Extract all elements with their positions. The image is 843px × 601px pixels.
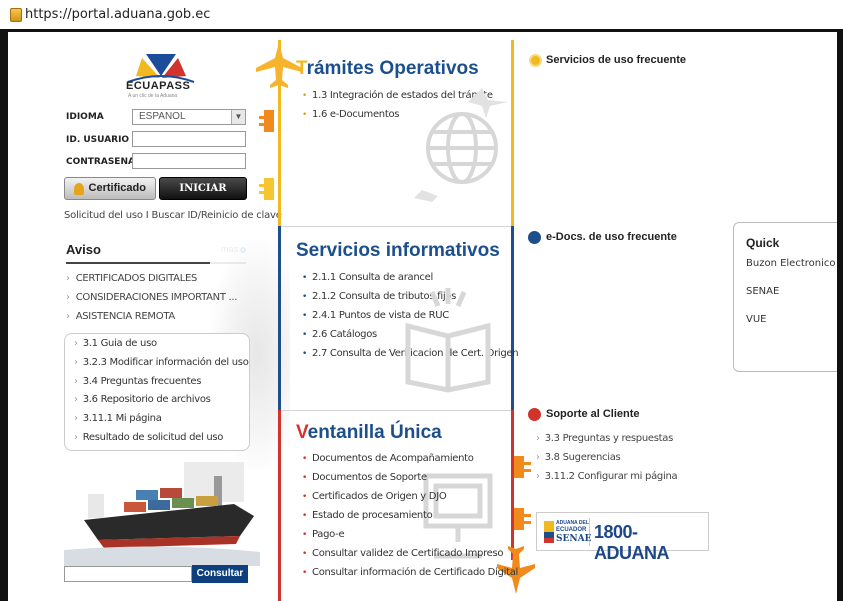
edocs-frecuentes-title: e-Docs. de uso frecuente	[546, 231, 677, 243]
tramites-title-text: rámites Operativos	[306, 58, 479, 79]
usuario-input[interactable]	[132, 131, 246, 147]
logo-subtitle: A un clic de la Aduana	[128, 93, 178, 99]
ventanilla-item[interactable]: Documentos de Soporte	[302, 472, 518, 491]
servicios-accent-line	[278, 226, 281, 410]
menu-item[interactable]: 3.4 Preguntas frecuentes	[74, 376, 249, 395]
logo-text: ECUAPASS	[126, 80, 191, 92]
plug-icon	[259, 178, 274, 200]
hotline-number: 1800-ADUANA	[594, 522, 670, 563]
soporte-title: Soporte al Cliente	[546, 408, 640, 420]
cargo-ship-icon	[64, 462, 260, 566]
quick-item-buzon[interactable]: Buzon Electronico	[746, 258, 836, 269]
ventanilla-accent-line	[278, 410, 281, 601]
ventanilla-item[interactable]: Consultar información de Certificado Dig…	[302, 567, 518, 586]
senae-logo-line1: ADUANA DEL	[556, 520, 589, 526]
usuario-label: ID. USUARIO	[66, 135, 130, 145]
servicios-list: 2.1.1 Consulta de arancel 2.1.2 Consulta…	[302, 272, 519, 367]
ventanilla-list: Documentos de Acompañamiento Documentos …	[302, 453, 518, 586]
senae-logo-line2: ECUADOR	[556, 527, 587, 533]
aviso-item[interactable]: CONSIDERACIONES IMPORTANT ...	[66, 292, 238, 311]
tramites-item[interactable]: 1.6 e-Documentos	[302, 109, 493, 128]
hotline-banner[interactable]: ADUANA DEL ECUADOR SENAE 1800-ADUANA	[536, 512, 709, 563]
support-icon	[528, 408, 541, 421]
menu-item[interactable]: 3.2.3 Modificar información del uso	[74, 357, 249, 376]
tramites-accent-line-right	[511, 40, 514, 226]
window-border-right	[837, 32, 843, 601]
quick-item-vue[interactable]: VUE	[746, 314, 767, 325]
quick-title: Quick	[746, 236, 780, 250]
menu-item[interactable]: 3.11.1 Mi página	[74, 413, 249, 432]
idioma-label: IDIOMA	[66, 112, 104, 122]
url-text[interactable]: https://portal.aduana.gob.ec	[25, 7, 211, 22]
quick-panel: Quick Buzon Electronico SENAE VUE	[733, 222, 837, 372]
ventanilla-item[interactable]: Estado de procesamiento	[302, 510, 518, 529]
servicios-frecuentes-title: Servicios de uso frecuente	[546, 54, 686, 66]
plug-icon	[514, 508, 531, 530]
section-divider	[281, 410, 511, 411]
senae-logo-line3: SENAE	[556, 534, 592, 544]
tramites-accent-line	[278, 40, 281, 226]
clock-icon	[529, 54, 542, 67]
section-divider	[281, 226, 511, 227]
tramites-list: 1.3 Integración de estados del trámite 1…	[302, 90, 493, 128]
quick-item-senae[interactable]: SENAE	[746, 286, 780, 297]
ventanilla-item[interactable]: Pago-e	[302, 529, 518, 548]
browser-url-bar[interactable]: https://portal.aduana.gob.ec	[0, 0, 843, 32]
soporte-list: 3.3 Preguntas y respuestas 3.8 Sugerenci…	[536, 433, 678, 490]
contrasena-input[interactable]	[132, 153, 246, 169]
plug-icon	[259, 110, 274, 132]
servicios-item[interactable]: 2.7 Consulta de Verificacion de Cert. Or…	[302, 348, 519, 367]
help-links[interactable]: Solicitud del uso I Buscar ID/Reinicio d…	[64, 210, 282, 221]
plug-icon	[514, 456, 531, 478]
menu-item[interactable]: Resultado de solicitud del uso	[74, 432, 249, 451]
menu-item[interactable]: 3.1 Guia de uso	[74, 338, 249, 357]
iniciar-sesion-button[interactable]: INICIAR SESION	[159, 177, 247, 215]
aviso-divider	[66, 262, 246, 264]
tramites-title: Trámites Operativos	[296, 58, 479, 79]
aviso-list: CERTIFICADOS DIGITALES CONSIDERACIONES I…	[66, 273, 238, 330]
menu-item[interactable]: 3.6 Repositorio de archivos	[74, 394, 249, 413]
ventanilla-item[interactable]: Consultar validez de Certificado Impreso	[302, 548, 518, 567]
certificado-label: Certificado	[88, 182, 146, 194]
ventanilla-title-text: entanilla Única	[307, 422, 442, 443]
servicios-item[interactable]: 2.4.1 Puntos de vista de RUC	[302, 310, 518, 329]
chevron-down-icon[interactable]: ▼	[231, 110, 245, 124]
quick-menu-box: 3.1 Guia de uso 3.2.3 Modificar informac…	[64, 333, 250, 451]
senae-logo: ADUANA DEL ECUADOR SENAE	[544, 518, 592, 546]
consultar-button[interactable]: Consultar	[192, 565, 248, 583]
idioma-value: ESPANOL	[139, 111, 186, 122]
soporte-item[interactable]: 3.11.2 Configurar mi página	[536, 471, 678, 490]
ventanilla-item[interactable]: Documentos de Acompañamiento	[302, 453, 518, 472]
ecuapass-logo-icon	[127, 54, 195, 83]
certificado-button[interactable]: Certificado	[64, 177, 156, 200]
aviso-item[interactable]: ASISTENCIA REMOTA	[66, 311, 237, 330]
edocs-airplane-icon	[528, 231, 541, 244]
idioma-select[interactable]: ESPANOL ▼	[132, 109, 246, 125]
contrasena-label: CONTRASENA	[66, 157, 135, 167]
servicios-item[interactable]: 2.1.2 Consulta de tributos fijos	[302, 291, 518, 310]
search-input[interactable]	[64, 566, 192, 582]
ventanilla-item[interactable]: Certificados de Origen y DJO	[302, 491, 518, 510]
servicios-item[interactable]: 2.1.1 Consulta de arancel	[302, 272, 518, 291]
servicios-title: Servicios informativos	[296, 240, 500, 261]
airplane-icon	[256, 42, 302, 88]
lock-icon	[10, 8, 22, 22]
soporte-item[interactable]: 3.8 Sugerencias	[536, 452, 677, 471]
ventanilla-title: Ventanilla Única	[296, 422, 442, 444]
window-border-left	[0, 32, 8, 601]
senae-flag-icon	[544, 521, 554, 543]
tramites-item[interactable]: 1.3 Integración de estados del trámite	[302, 90, 493, 109]
soporte-item[interactable]: 3.3 Preguntas y respuestas	[536, 433, 677, 452]
aviso-title: Aviso	[66, 242, 101, 257]
ventanilla-title-initial: V	[296, 422, 308, 443]
open-book-icon	[405, 288, 491, 393]
servicios-item[interactable]: 2.6 Catálogos	[302, 329, 518, 348]
aviso-item[interactable]: CERTIFICADOS DIGITALES	[66, 273, 237, 292]
certificate-icon	[74, 183, 84, 195]
globe-icon	[414, 88, 508, 202]
